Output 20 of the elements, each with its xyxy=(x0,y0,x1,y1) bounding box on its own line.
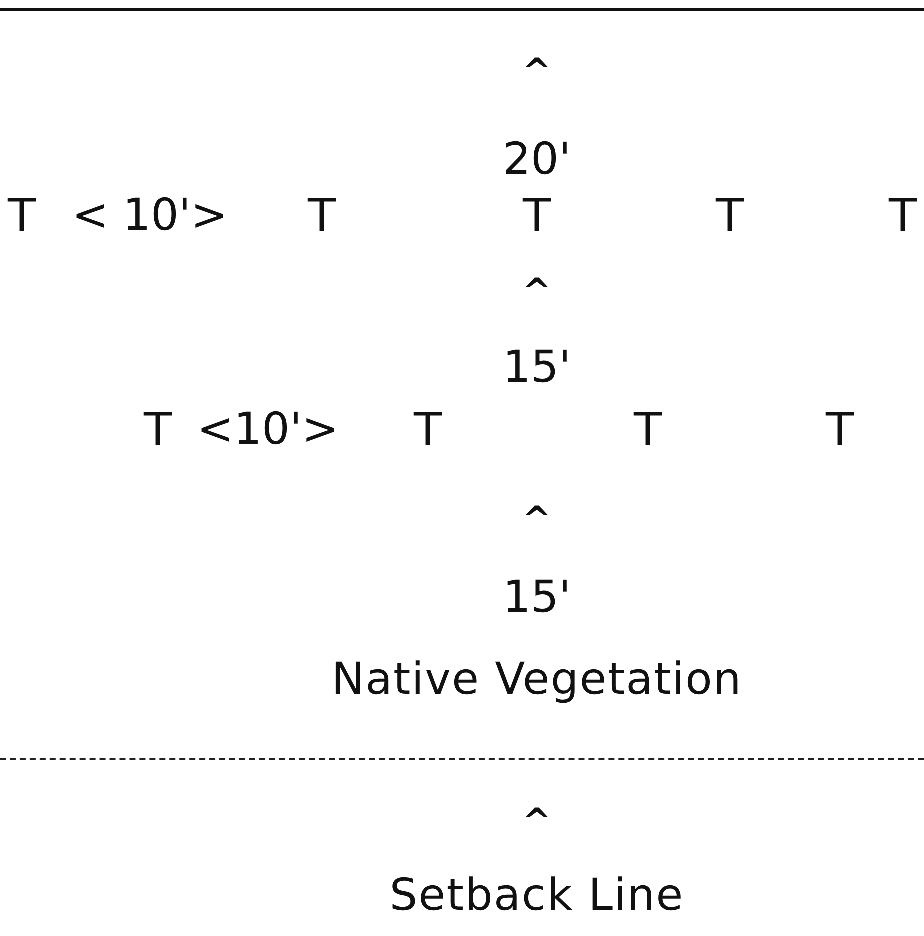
tree-symbol: T xyxy=(634,404,662,456)
dimension-label: 15' xyxy=(502,574,572,622)
dimension-label: 15' xyxy=(502,344,572,392)
tree-symbol: T xyxy=(308,190,336,242)
tree-symbol: T xyxy=(8,190,36,242)
tree-symbol: T xyxy=(888,190,918,242)
zone-label: Native Vegetation xyxy=(332,656,742,704)
tree-symbol: T xyxy=(414,404,442,456)
dimension-label: 20' xyxy=(502,136,572,184)
zone-label: Setback Line xyxy=(390,872,684,920)
direction-caret: ^ xyxy=(522,273,552,311)
dimension-label: <10'> xyxy=(197,406,339,454)
dimension-label: < 10'> xyxy=(72,192,228,240)
direction-caret: ^ xyxy=(522,53,552,91)
tree-symbol: T xyxy=(144,404,172,456)
tree-symbol: T xyxy=(716,190,744,242)
tree-symbol: T xyxy=(826,404,854,456)
direction-caret: ^ xyxy=(522,803,552,841)
direction-caret: ^ xyxy=(522,501,552,539)
tree-symbol: T xyxy=(522,190,552,242)
